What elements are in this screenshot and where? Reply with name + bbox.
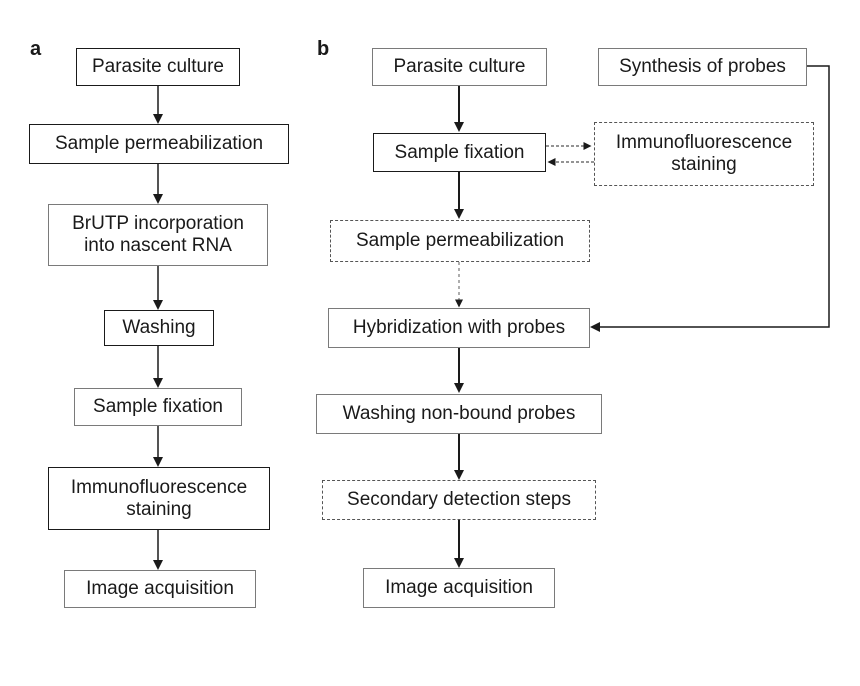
arrow-probes-to-hybridization — [590, 65, 830, 332]
step-label: Immunofluorescence staining — [615, 132, 793, 175]
step-label: Image acquisition — [385, 577, 533, 598]
step-label: Washing — [122, 317, 196, 338]
step-b-image-acquisition: Image acquisition — [363, 568, 555, 608]
step-label: Synthesis of probes — [619, 56, 786, 77]
panel-label-b: b — [317, 38, 330, 60]
step-a-immunofluorescence-staining: Immunofluorescence staining — [48, 467, 270, 530]
step-b-parasite-culture: Parasite culture — [372, 48, 547, 86]
step-label: Sample fixation — [93, 396, 223, 417]
step-label: BrUTP incorporation into nascent RNA — [72, 213, 244, 256]
step-label: Secondary detection steps — [347, 489, 571, 510]
step-label: Washing non-bound probes — [342, 403, 576, 424]
step-label: Immunofluorescence staining — [70, 476, 248, 520]
step-label: Sample permeabilization — [355, 230, 565, 251]
step-label: Image acquisition — [86, 578, 234, 599]
step-b-washing-non-bound-probes: Washing non-bound probes — [316, 394, 602, 434]
step-b-immunofluorescence-staining: Immunofluorescence staining — [594, 122, 814, 186]
step-b-secondary-detection-steps: Secondary detection steps — [322, 480, 596, 520]
step-label: Sample permeabilization — [54, 133, 264, 154]
step-b-hybridization-with-probes: Hybridization with probes — [328, 308, 590, 348]
step-b-sample-fixation: Sample fixation — [373, 133, 546, 172]
step-label: Parasite culture — [91, 56, 224, 77]
step-a-brutp-incorporation: BrUTP incorporation into nascent RNA — [48, 204, 268, 266]
step-label: Hybridization with probes — [352, 317, 566, 338]
panel-label-a: a — [30, 38, 42, 60]
step-b-sample-permeabilization: Sample permeabilization — [330, 220, 590, 262]
step-label: Sample fixation — [394, 141, 525, 163]
step-a-parasite-culture: Parasite culture — [76, 48, 240, 86]
step-a-sample-fixation: Sample fixation — [74, 388, 242, 426]
step-label: Parasite culture — [393, 56, 526, 77]
step-a-washing: Washing — [104, 310, 214, 346]
step-b-synthesis-of-probes: Synthesis of probes — [598, 48, 807, 86]
step-a-image-acquisition: Image acquisition — [64, 570, 256, 608]
step-a-sample-permeabilization: Sample permeabilization — [29, 124, 289, 164]
